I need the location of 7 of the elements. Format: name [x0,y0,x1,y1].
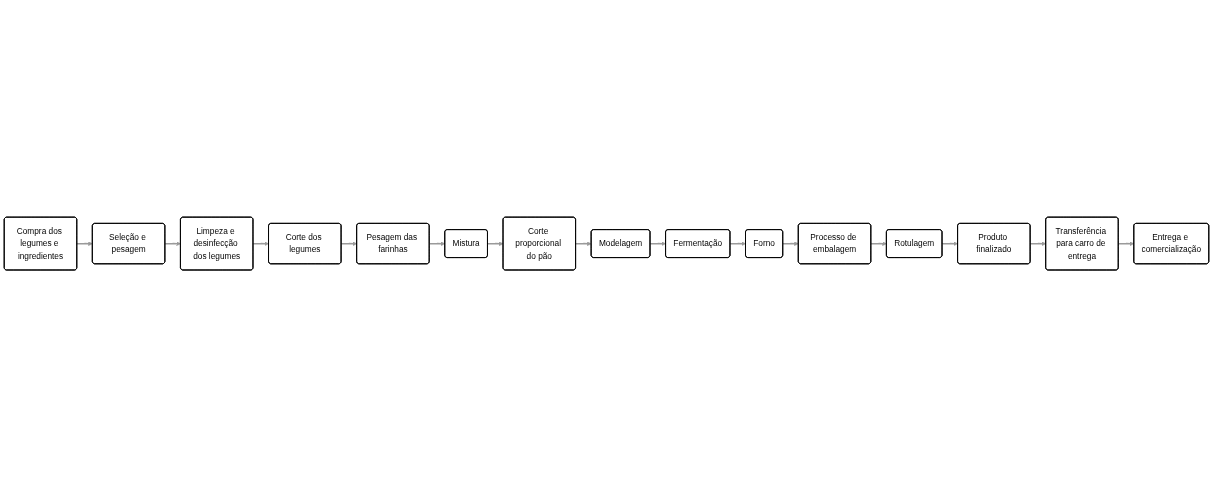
arrow [1117,241,1135,247]
arrow [575,241,592,247]
arrow [164,241,181,247]
arrow [340,241,358,247]
arrow [486,241,504,247]
arrow [428,241,446,247]
arrow [649,241,667,247]
